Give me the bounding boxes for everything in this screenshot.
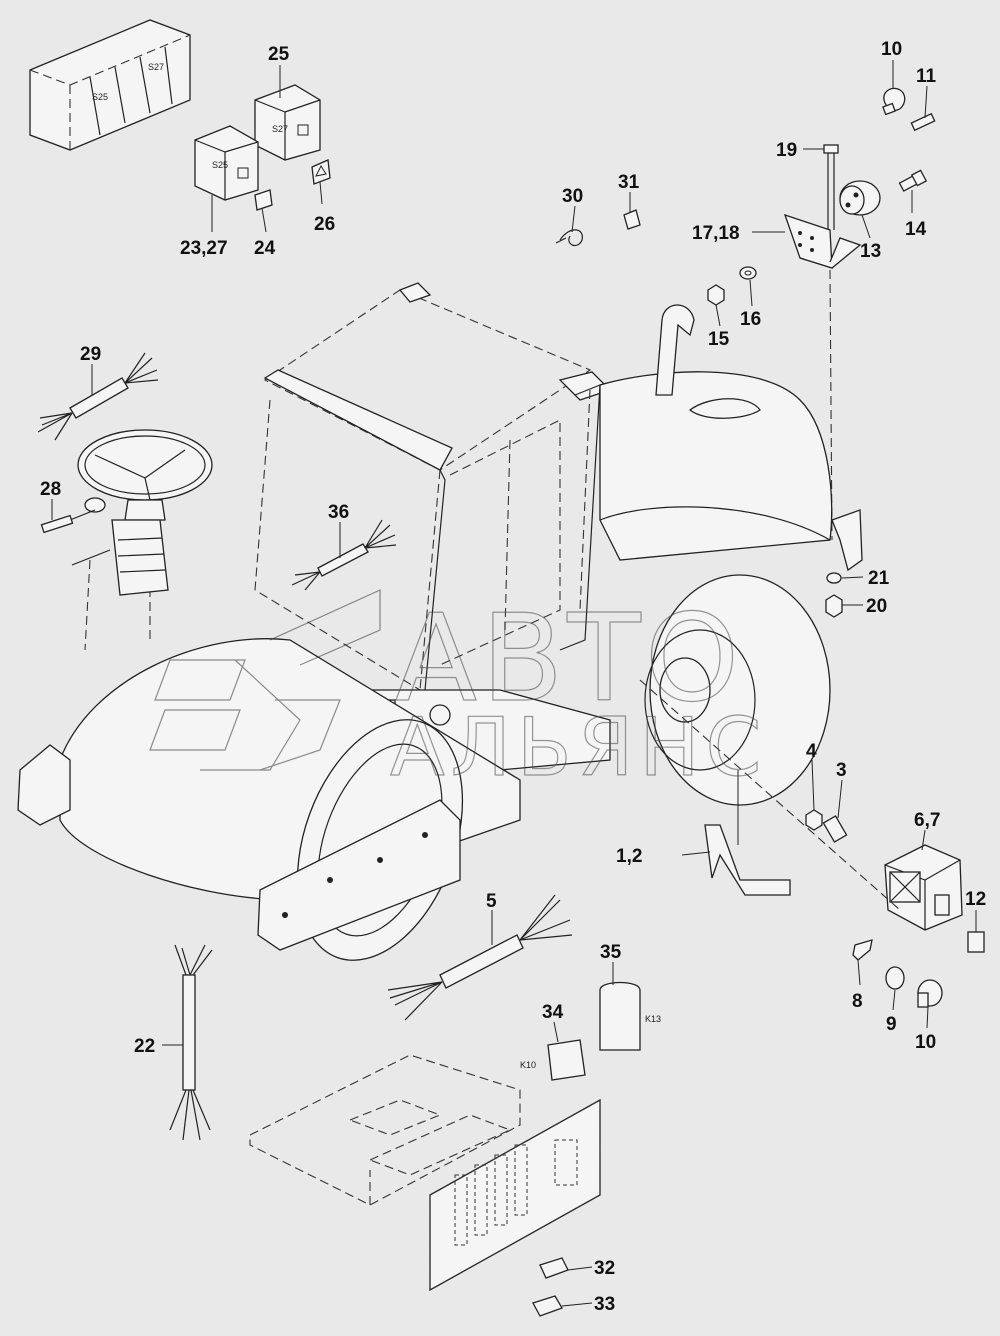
label-15: 15: [708, 329, 730, 350]
cable-harness-29: [37, 352, 159, 441]
relay-k13: K13: [599, 981, 661, 1051]
watermark-line2: АЛЬЯНС: [390, 701, 767, 794]
nut-15: [707, 284, 725, 306]
roller-machine: [17, 282, 863, 961]
part-labels: 25 23,27 24 26 10 11 19 30 31 17,18 13 1…: [40, 39, 986, 1315]
label-35: 35: [600, 942, 622, 963]
label-21: 21: [868, 568, 890, 589]
rocker-switch-s27: S27: [254, 84, 321, 161]
key-switch-28: [40, 497, 111, 566]
fuse-box-plate: [249, 1054, 601, 1292]
switch-symbol-26: [311, 159, 331, 185]
s25-panel-tag: S25: [92, 92, 108, 102]
label-10-top: 10: [881, 39, 902, 60]
label-28: 28: [40, 479, 61, 500]
bolt-19: [823, 144, 839, 230]
label-31: 31: [618, 172, 640, 193]
relay-k10: K10: [520, 1039, 586, 1081]
label-5: 5: [486, 891, 497, 912]
fuse-32: [539, 1257, 569, 1279]
s27-switch-tag: S27: [272, 124, 288, 134]
watermark-line1: АВТО: [395, 590, 743, 729]
label-9: 9: [886, 1014, 897, 1035]
label-26: 26: [314, 214, 335, 235]
screw-3: [822, 815, 848, 843]
label-23-27: 23,27: [180, 238, 228, 259]
label-25: 25: [268, 44, 290, 65]
label-10-bottom: 10: [915, 1032, 936, 1053]
nut-4: [805, 809, 823, 831]
nut-20: [825, 594, 843, 618]
clip-31: [623, 209, 641, 230]
watermark-logo-icon: [149, 589, 381, 771]
label-3: 3: [836, 760, 847, 781]
bulb-10-bottom: [917, 979, 943, 1008]
leader-lines: [51, 60, 977, 1307]
bulb-9: [885, 966, 905, 990]
lamp-13: [839, 180, 881, 216]
label-33: 33: [594, 1294, 615, 1315]
label-6-7: 6,7: [914, 810, 940, 831]
rocker-switch-s25: S25: [194, 125, 259, 201]
leader-dash-lamp: [639, 679, 901, 911]
label-14: 14: [905, 219, 927, 240]
washer-16: [739, 266, 757, 280]
k10-tag: K10: [520, 1060, 536, 1070]
label-17-18: 17,18: [692, 223, 740, 244]
label-24: 24: [254, 238, 276, 259]
lamp-bracket-1-2: [704, 824, 791, 896]
switch-symbol-24: [254, 189, 273, 211]
label-32: 32: [594, 1258, 615, 1279]
label-1-2: 1,2: [616, 846, 642, 867]
label-29: 29: [80, 344, 101, 365]
label-16: 16: [740, 309, 761, 330]
label-36: 36: [328, 502, 349, 523]
cable-harness-22: [169, 944, 213, 1141]
clip-30: [555, 229, 583, 247]
label-34: 34: [542, 1002, 564, 1023]
label-30: 30: [562, 186, 583, 207]
bracket-17-18: [783, 213, 862, 269]
label-4: 4: [806, 741, 817, 762]
s27-panel-tag: S27: [148, 62, 164, 72]
k13-tag: K13: [645, 1014, 661, 1024]
watermark: АВТО АЛЬЯНС: [149, 589, 767, 795]
steering-wheel: [77, 429, 213, 596]
label-8: 8: [852, 991, 863, 1012]
label-22: 22: [134, 1036, 155, 1057]
s25-switch-tag: S25: [212, 160, 228, 170]
label-13: 13: [860, 241, 881, 262]
switch-panel: S25 S27: [29, 19, 191, 151]
work-lamp-6-7: [884, 844, 963, 931]
fuse-33: [532, 1295, 563, 1317]
label-11: 11: [916, 66, 937, 87]
bulb-10-top: [882, 87, 906, 116]
cable-harness-5: [387, 894, 573, 1021]
connector-12: [967, 931, 985, 953]
label-20: 20: [866, 596, 887, 617]
cable-harness-36: [291, 519, 397, 591]
lamp-socket-8: [852, 939, 873, 961]
label-12: 12: [965, 889, 986, 910]
washer-21: [826, 572, 842, 584]
label-19: 19: [776, 140, 797, 161]
bulb-holder-11: [910, 112, 936, 132]
screw-14: [898, 169, 928, 192]
